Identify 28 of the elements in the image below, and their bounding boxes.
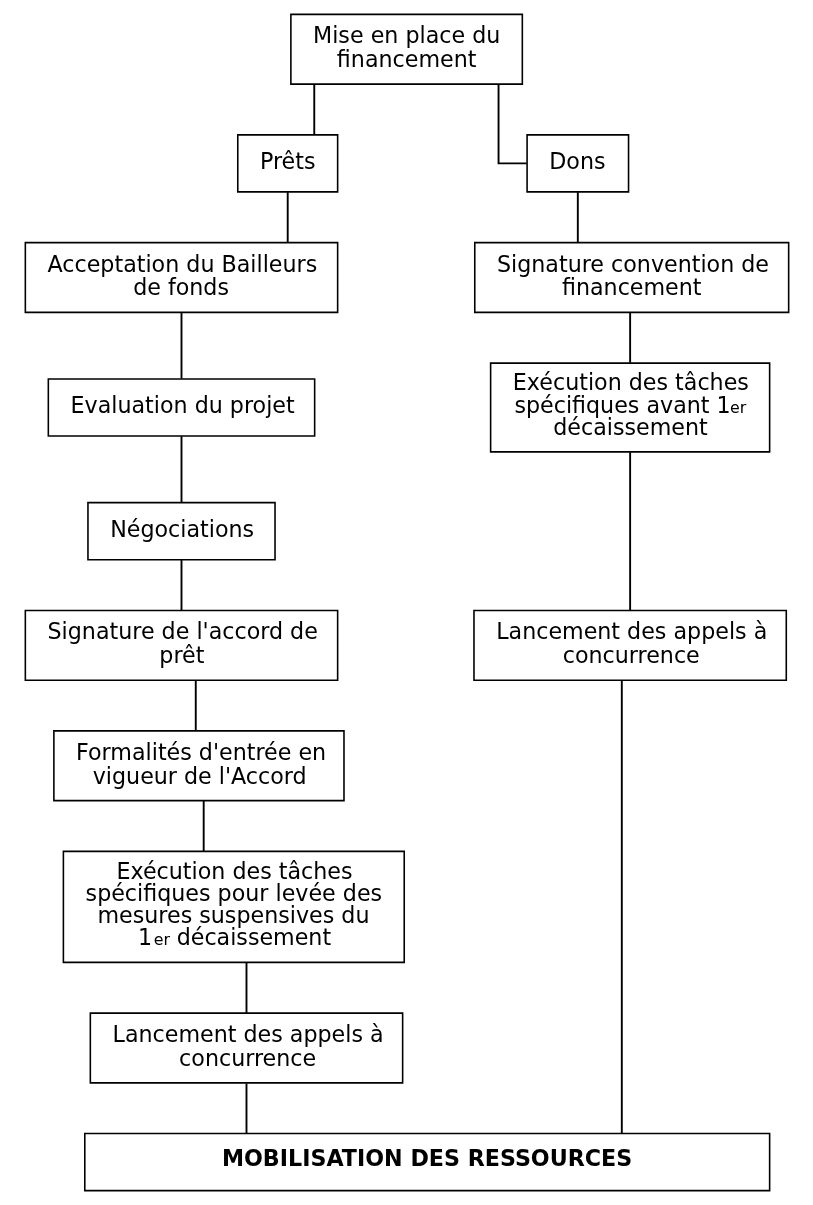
node-box: Prêts <box>236 134 338 193</box>
node-box: Evaluation du projet <box>47 378 315 437</box>
connector <box>628 312 631 364</box>
node-box: MOBILISATION DES RESSOURCES <box>83 1132 770 1192</box>
connector <box>620 679 623 1135</box>
node-box: Négociations <box>86 501 276 561</box>
connector <box>180 435 182 504</box>
node-box: Lancement des appels à concurrence <box>89 1012 403 1084</box>
node-box: Exécution des tâches spécifiques avant 1er décaissement <box>489 362 770 453</box>
connector <box>180 312 182 380</box>
node-box: Formalités d'entrée en vigueur de l'Accord <box>52 730 345 802</box>
connector <box>497 83 528 165</box>
node-box: Acceptation du Bailleurs de fonds <box>24 241 338 314</box>
node-box: Mise en place du financement <box>289 13 523 85</box>
node-box: Signature convention de financement <box>473 241 789 314</box>
connector <box>245 1082 247 1135</box>
connector <box>312 83 315 136</box>
connector <box>194 679 197 732</box>
node-box: Dons <box>525 134 629 193</box>
node-box: Signature de l'accord de prêt <box>24 609 338 681</box>
node-box: Exécution des tâches spécifiques pour levée des mesures suspensives du 1er décaissement <box>62 850 405 964</box>
connector <box>180 559 182 612</box>
connector <box>286 191 289 244</box>
connector <box>628 451 631 611</box>
connector <box>202 799 205 852</box>
connector <box>245 961 247 1014</box>
connector <box>576 191 579 244</box>
node-box: Lancement des appels à concurrence <box>472 609 787 681</box>
